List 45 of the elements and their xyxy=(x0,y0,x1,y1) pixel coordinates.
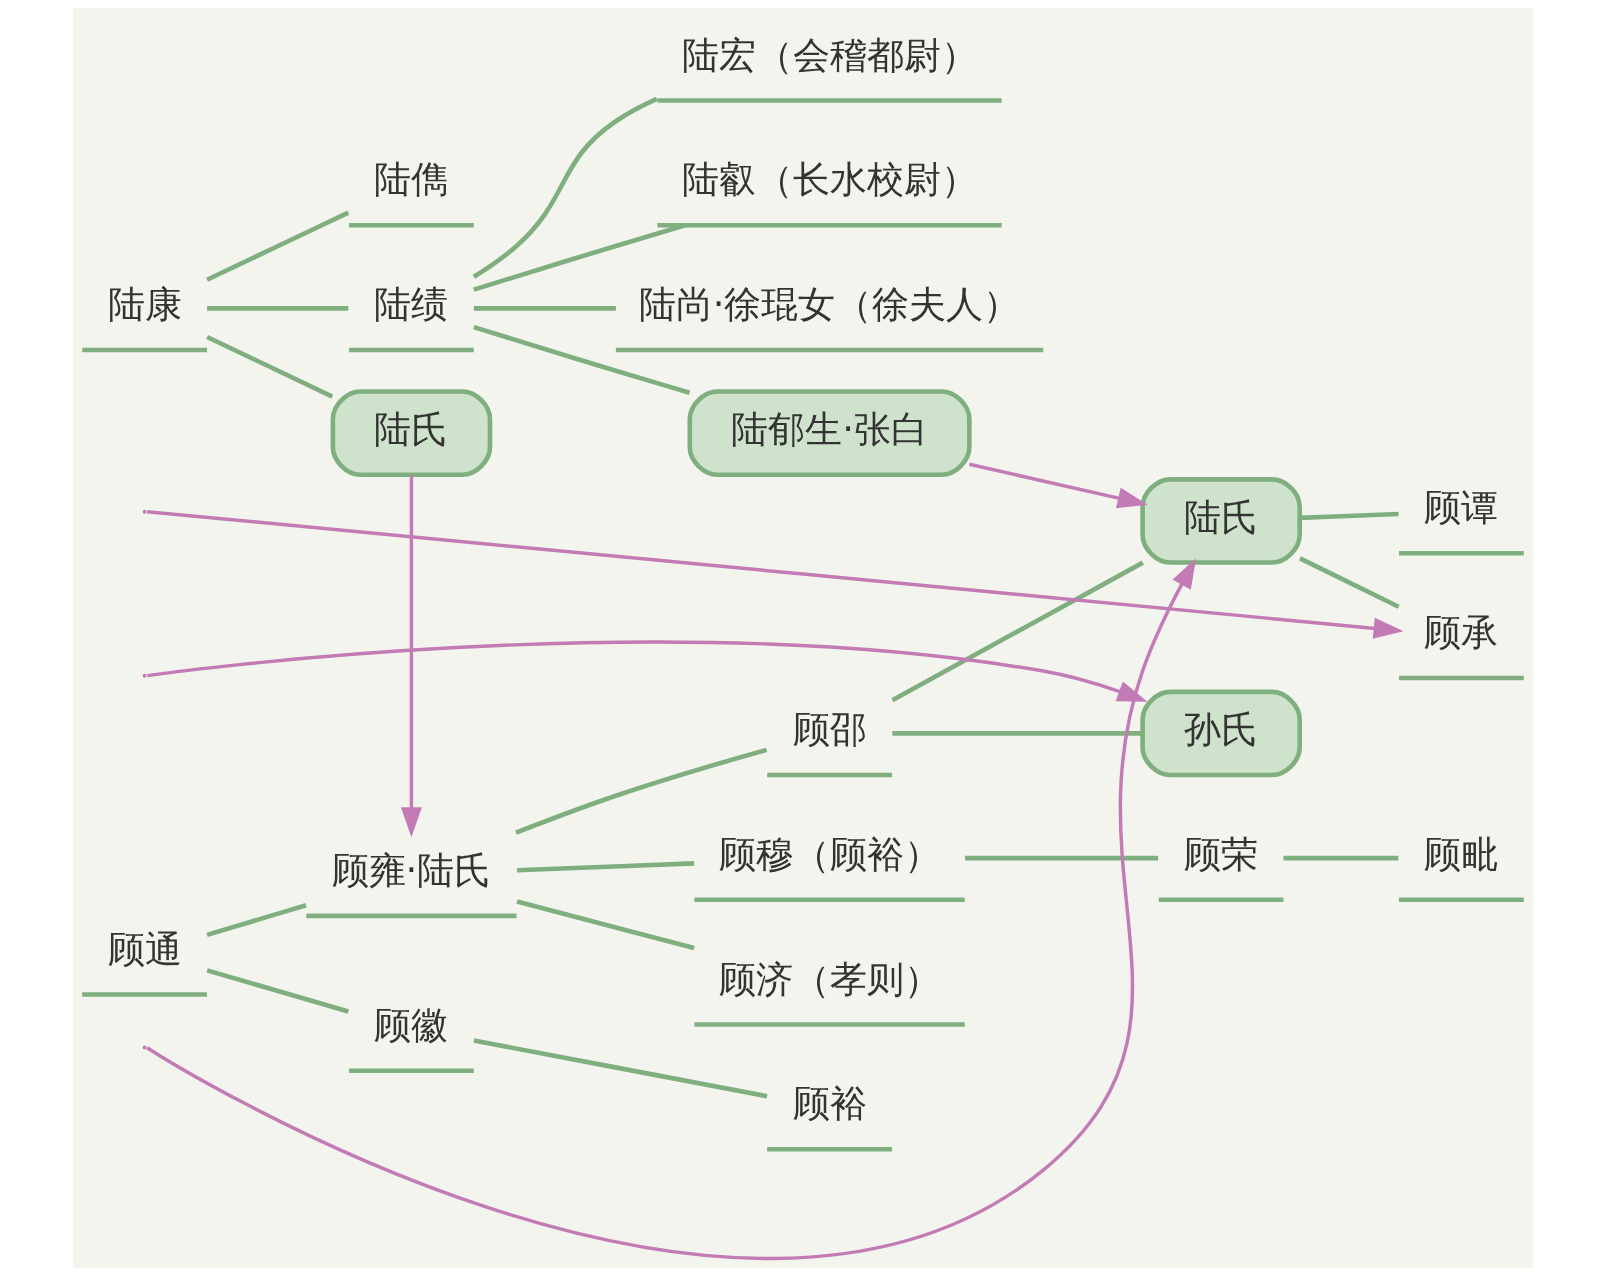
node-text: 顾雍·陆氏 xyxy=(331,849,492,893)
connector xyxy=(1298,556,1400,609)
connector xyxy=(515,747,768,835)
node-text: 顾裕 xyxy=(792,1082,867,1126)
connector xyxy=(1299,511,1399,521)
node-text: 顾穆（顾裕） xyxy=(718,832,941,876)
connector xyxy=(1283,855,1399,861)
node-text: 顾邵 xyxy=(792,708,867,752)
node-text: 顾徽 xyxy=(374,1003,449,1047)
connector xyxy=(516,861,695,873)
arrow xyxy=(147,640,1148,702)
node-text: 顾荣 xyxy=(1184,832,1259,876)
node-text: 顾毗 xyxy=(1424,832,1499,876)
connector xyxy=(207,306,349,311)
connector xyxy=(473,324,691,395)
node-text: 陆叡（长水校尉） xyxy=(681,158,978,202)
connector xyxy=(892,731,1143,736)
node-box: 孙氏 xyxy=(1140,689,1302,778)
connector xyxy=(206,334,334,399)
node-text: 陆儁 xyxy=(374,158,449,202)
connector xyxy=(516,899,695,951)
connector xyxy=(473,306,616,311)
connector xyxy=(965,855,1159,861)
arrow xyxy=(400,475,422,838)
arrow xyxy=(147,509,1404,639)
node-text: 陆康 xyxy=(107,283,182,327)
connector xyxy=(206,968,349,1014)
arrow xyxy=(146,558,1197,1261)
connector xyxy=(472,96,658,279)
node-box: 陆氏 xyxy=(1140,477,1302,565)
connector xyxy=(206,903,307,938)
connector xyxy=(473,223,686,292)
arrow xyxy=(969,462,1148,509)
connector xyxy=(206,210,350,282)
node-text: 顾通 xyxy=(107,927,182,971)
node-text: 陆宏（会稽都尉） xyxy=(681,33,978,77)
node-text: 顾承 xyxy=(1424,611,1499,655)
node-box: 陆氏 xyxy=(330,389,493,477)
node-text: 陆绩 xyxy=(374,283,449,327)
connector xyxy=(473,1038,768,1099)
node-text: 顾济（孝则） xyxy=(718,957,941,1001)
connector xyxy=(891,560,1144,703)
node-box: 陆郁生·张白 xyxy=(687,389,972,477)
node-text: 顾谭 xyxy=(1424,486,1499,530)
node-text: 陆尚·徐琨女（徐夫人） xyxy=(638,283,1021,327)
